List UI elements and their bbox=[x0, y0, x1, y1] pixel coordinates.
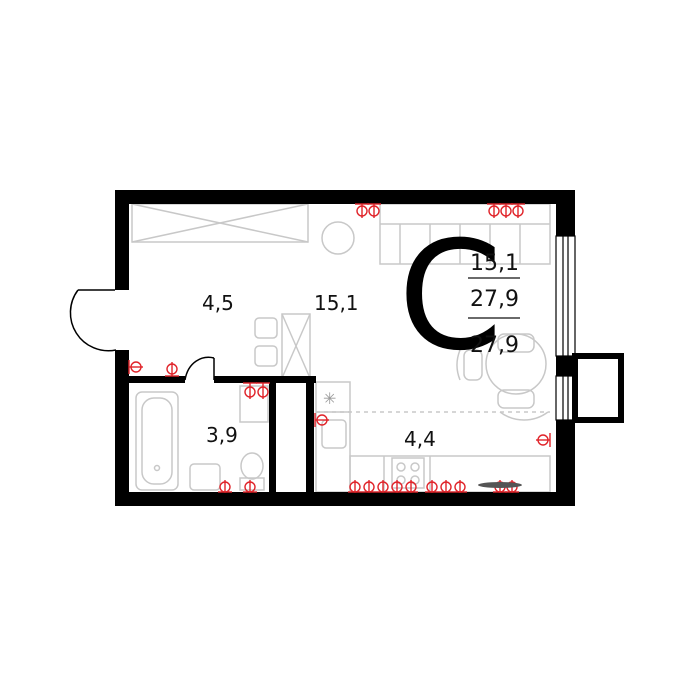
living-room-area-label: 15,1 bbox=[314, 291, 359, 315]
entrance-door bbox=[69, 289, 117, 352]
outlet-icon bbox=[487, 203, 501, 218]
window bbox=[555, 235, 576, 421]
outlet-icon bbox=[404, 480, 418, 493]
outlet-icon bbox=[367, 203, 381, 218]
hall-cabinet bbox=[281, 313, 311, 379]
outlet-icon bbox=[453, 480, 467, 493]
bathroom-door bbox=[184, 356, 215, 381]
outlet-icon bbox=[499, 203, 513, 218]
bathroom-sink bbox=[189, 463, 221, 491]
outlet-icon bbox=[243, 382, 257, 399]
balcony bbox=[572, 353, 624, 423]
area-summary: 15,1 27,9 27,9 bbox=[468, 251, 520, 358]
outlet-icon bbox=[128, 360, 143, 374]
hall-area-label: 4,5 bbox=[202, 291, 234, 315]
bathroom-area-label: 3,9 bbox=[206, 423, 238, 447]
kitchen-area-label: 4,4 bbox=[404, 427, 436, 451]
bathtub bbox=[135, 391, 179, 491]
outlet-icon bbox=[256, 382, 270, 399]
hall-seat bbox=[254, 345, 278, 367]
outlet-icon bbox=[355, 203, 369, 218]
kitchen-sink bbox=[321, 419, 347, 449]
outlet-icon bbox=[425, 480, 439, 493]
dining-set bbox=[456, 333, 549, 421]
outlet-icon bbox=[536, 433, 551, 447]
outlet-icon bbox=[165, 362, 179, 377]
apartment-type-letter: С bbox=[398, 210, 503, 384]
radiator bbox=[478, 482, 522, 488]
outlet-icon bbox=[390, 480, 404, 493]
round-table bbox=[321, 221, 355, 255]
outlet-icon bbox=[314, 413, 329, 427]
total-area-value: 27,9 bbox=[470, 287, 519, 312]
walls bbox=[115, 190, 575, 506]
outlet-icon bbox=[348, 480, 362, 493]
outlet-icon bbox=[376, 480, 390, 493]
outlet-icon bbox=[218, 480, 232, 493]
outlet-icon bbox=[243, 480, 257, 493]
wardrobe bbox=[131, 203, 309, 243]
living-area-value: 15,1 bbox=[470, 251, 519, 276]
outlet-icon bbox=[511, 203, 525, 218]
bathroom-cabinet bbox=[239, 385, 269, 423]
hall-seat bbox=[254, 317, 278, 339]
total-area-with-balcony-value: 27,9 bbox=[470, 333, 519, 358]
outlet-icon bbox=[362, 480, 376, 493]
outlet-icon bbox=[439, 480, 453, 493]
toilet bbox=[239, 452, 265, 491]
hood-icon: ✳ bbox=[323, 389, 336, 408]
